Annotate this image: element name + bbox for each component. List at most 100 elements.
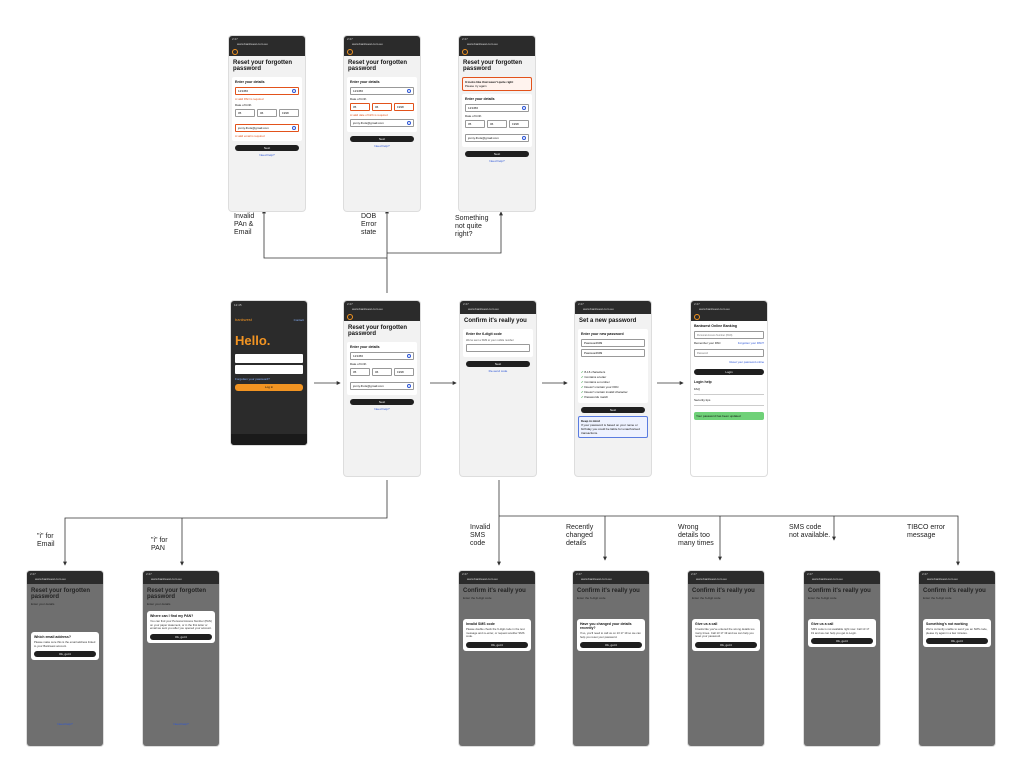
security-tips-item[interactable]: Security tips	[694, 395, 764, 406]
day-input[interactable]: 05	[350, 368, 370, 376]
dob-label: Date of birth	[350, 362, 367, 366]
day-value: 05	[353, 105, 357, 109]
info-icon[interactable]	[292, 126, 296, 130]
faq-item[interactable]: FAQ	[694, 384, 764, 395]
label-line: not available.	[789, 532, 831, 539]
ok-button[interactable]: Ok, got it	[580, 642, 642, 648]
email-input[interactable]: jonny.lhots@gmail.com	[350, 382, 414, 390]
resend-code-link[interactable]: Re-send code	[488, 369, 508, 373]
month-input[interactable]: 06	[257, 109, 277, 117]
year-value: 1998	[397, 370, 404, 374]
year-input[interactable]: 1998	[509, 120, 529, 128]
password-value: Password999	[584, 341, 603, 345]
info-icon[interactable]	[407, 121, 411, 125]
contact-link[interactable]: Contact	[293, 318, 304, 322]
new-password-input[interactable]: Password999	[581, 339, 645, 347]
next-button[interactable]: Next	[581, 407, 645, 413]
info-icon[interactable]	[407, 89, 411, 93]
bankwest-logo	[459, 49, 535, 56]
logo-icon	[462, 49, 468, 55]
month-input[interactable]: 06	[372, 368, 392, 376]
next-button[interactable]: Next	[465, 151, 529, 157]
email-value: jonny.lhots@gmail.com	[238, 126, 269, 130]
need-help-link[interactable]: Need help?	[374, 407, 390, 411]
ok-button[interactable]: Ok, got it	[150, 633, 212, 640]
dob-row: 05 06 1998	[235, 107, 299, 119]
login-button[interactable]: Login	[694, 369, 764, 375]
next-button[interactable]: Next	[466, 361, 530, 367]
label-line: changed	[566, 532, 593, 539]
next-button[interactable]: Next	[350, 399, 414, 405]
rule-check: 8-16 characters	[581, 370, 645, 374]
card-heading: Enter your new password	[581, 332, 624, 336]
month-input[interactable]: 06	[372, 103, 392, 111]
url-bar[interactable]: www.bankwest.com.au	[467, 42, 498, 46]
need-help-link[interactable]: Need help?	[374, 144, 390, 148]
pan-input[interactable]: 123456	[350, 352, 414, 360]
ok-button[interactable]: Ok, got it	[695, 641, 757, 648]
remember-pan-checkbox[interactable]: Remember your PAN	[694, 341, 721, 345]
email-input[interactable]: jonny.lhots@gmail.com	[235, 124, 299, 132]
next-button[interactable]: Next	[350, 136, 414, 142]
sms-code-input[interactable]	[466, 344, 530, 352]
pan-input[interactable]: 123456	[235, 87, 299, 95]
day-input[interactable]: 05	[350, 103, 370, 111]
pan-input[interactable]: 123456	[350, 87, 414, 95]
year-input[interactable]: 1998	[394, 103, 414, 111]
next-button[interactable]: Next	[235, 145, 299, 151]
url-bar[interactable]: www.bankwest.com.au	[699, 307, 730, 311]
month-value: 06	[375, 370, 379, 374]
ok-button[interactable]: Ok, got it	[34, 651, 96, 657]
page-title: Reset your forgotten password	[348, 325, 408, 337]
month-value: 06	[260, 111, 264, 115]
pan-input[interactable]: 123456	[465, 104, 529, 112]
ok-button[interactable]: Ok, got it	[466, 641, 528, 648]
year-value: 1998	[397, 105, 404, 109]
card-heading: Enter your details	[350, 80, 380, 84]
password-input[interactable]	[235, 365, 303, 374]
password-input[interactable]: Password	[694, 349, 764, 357]
info-icon[interactable]	[522, 106, 526, 110]
info-icon[interactable]	[522, 136, 526, 140]
need-help-link[interactable]: Need help?	[489, 159, 505, 163]
modal-body: We're currently unable to send you an SM…	[926, 627, 988, 635]
url-bar[interactable]: www.bankwest.com.au	[352, 42, 383, 46]
url-bar[interactable]: www.bankwest.com.au	[352, 307, 383, 311]
day-input[interactable]: 05	[235, 109, 255, 117]
confirm-password-input[interactable]: Password999	[581, 349, 645, 357]
label-line: Invalid	[470, 524, 491, 531]
email-input[interactable]: jonny.lhots@gmail.com	[465, 134, 529, 142]
day-value: 05	[353, 370, 357, 374]
ok-button[interactable]: Ok, got it	[926, 638, 988, 644]
page-title: Reset your forgotten password	[348, 60, 408, 72]
url-bar[interactable]: www.bankwest.com.au	[583, 307, 614, 311]
forgotten-pan-link[interactable]: Forgotten your PAN?	[737, 341, 764, 345]
modal-body: Please double check the 6-digit code in …	[466, 627, 525, 638]
forgot-password-link[interactable]: Forgotten your password?	[235, 377, 270, 381]
year-input[interactable]: 1998	[279, 109, 299, 117]
status-time: 2:27	[146, 572, 152, 576]
card-heading: Enter the 6-digit code	[923, 596, 952, 600]
brand-logo: bankwest	[235, 317, 252, 322]
url-bar[interactable]: www.bankwest.com.au	[237, 42, 268, 46]
info-icon[interactable]	[407, 384, 411, 388]
card-heading: Enter the 6-digit code	[692, 596, 721, 600]
login-button[interactable]: Log in	[235, 384, 303, 391]
email-input[interactable]: jonny.lhots@gmail.com	[350, 119, 414, 127]
day-input[interactable]: 05	[465, 120, 485, 128]
pan-input[interactable]	[235, 354, 303, 363]
need-help-link[interactable]: Need help?	[259, 153, 275, 157]
year-input[interactable]: 1998	[394, 368, 414, 376]
url-bar[interactable]: www.bankwest.com.au	[468, 307, 499, 311]
month-input[interactable]: 06	[487, 120, 507, 128]
pan-input[interactable]: Personal Access Number (PAN)	[694, 331, 764, 339]
ok-button[interactable]: Ok, got it	[811, 638, 873, 644]
reset-password-link[interactable]: Reset your password online	[729, 360, 764, 364]
info-icon[interactable]	[407, 354, 411, 358]
info-icon[interactable]	[292, 89, 296, 93]
